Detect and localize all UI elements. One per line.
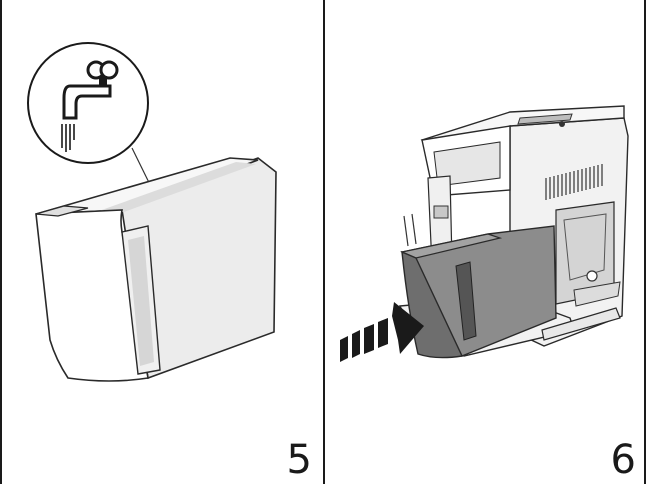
step-5-panel: 5 <box>27 42 312 483</box>
tank-handle <box>35 205 89 217</box>
coffee-machine-illustration <box>340 105 629 362</box>
water-tank-illustration <box>27 42 277 382</box>
water-tank-window <box>455 261 477 341</box>
step-number: 6 <box>610 437 636 483</box>
step-6-panel: 6 <box>324 0 646 484</box>
water-tap-icon <box>61 60 119 152</box>
step-number: 5 <box>286 437 312 483</box>
tap-callout-circle <box>27 42 149 164</box>
tank-front <box>35 209 149 382</box>
insert-arrow-icon <box>340 302 424 362</box>
machine-vents <box>545 164 603 200</box>
